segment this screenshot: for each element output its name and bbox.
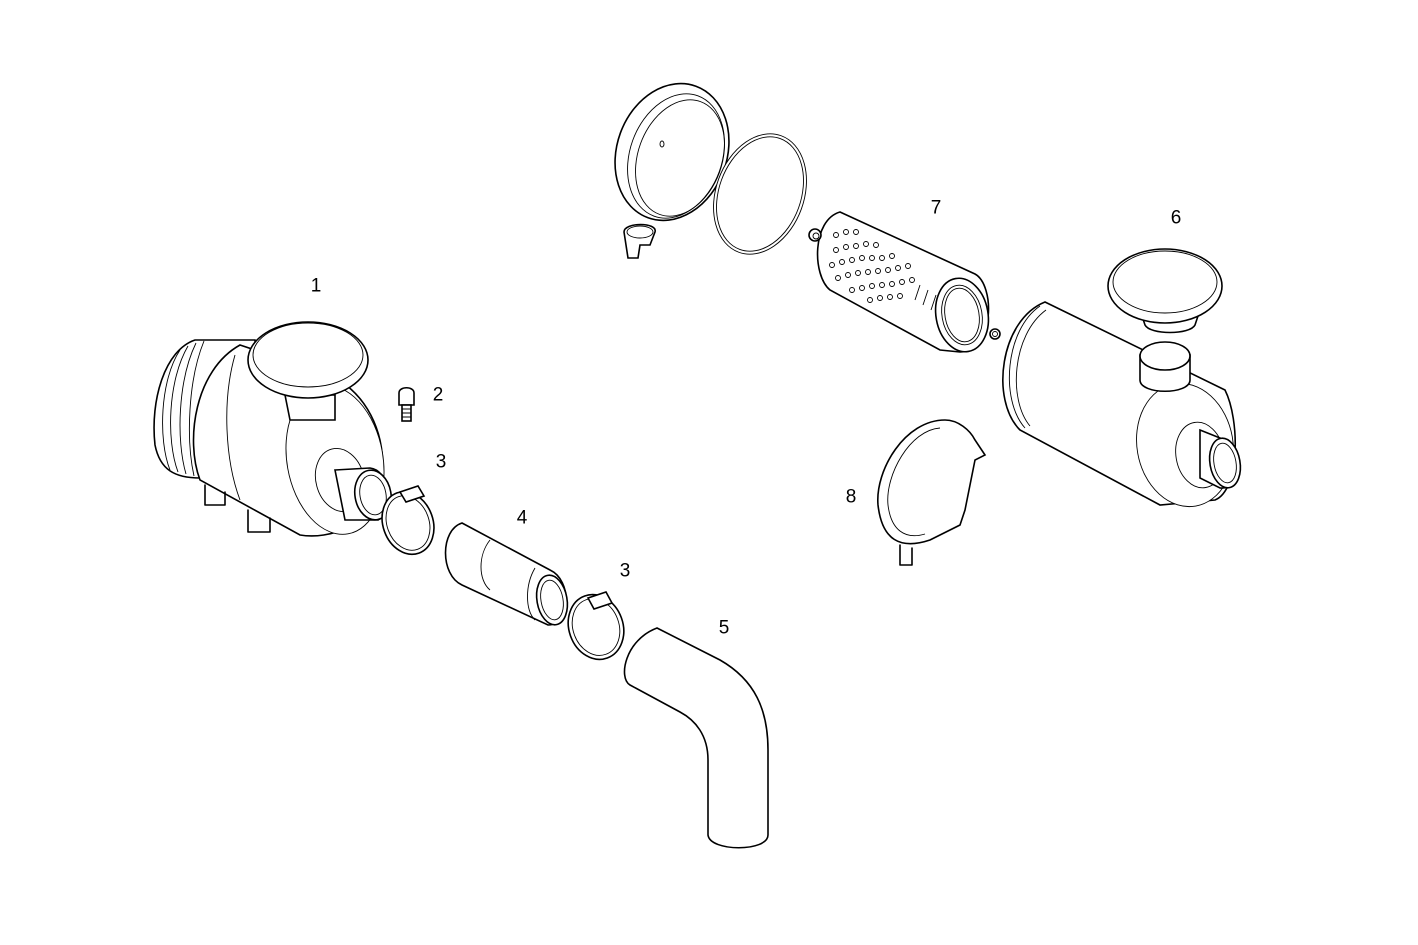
callout-3b: 3 bbox=[619, 560, 631, 582]
part-6-filter-housing[interactable] bbox=[1002, 248, 1244, 514]
part-3-hose-clamp-a[interactable] bbox=[374, 484, 443, 561]
callout-1: 1 bbox=[310, 275, 322, 297]
part-4-reducer-hose[interactable] bbox=[444, 522, 572, 627]
part-5-elbow-hose[interactable] bbox=[623, 627, 769, 849]
hex-nut[interactable] bbox=[989, 328, 1001, 340]
callout-8: 8 bbox=[845, 486, 857, 508]
wing-nut[interactable] bbox=[808, 228, 822, 242]
callout-2: 2 bbox=[432, 384, 444, 406]
callout-7: 7 bbox=[930, 197, 942, 219]
part-1-air-filter-housing[interactable] bbox=[153, 321, 395, 542]
part-7-filter-element[interactable] bbox=[816, 211, 994, 356]
callout-5: 5 bbox=[718, 617, 730, 639]
callout-4: 4 bbox=[516, 507, 528, 529]
callout-3a: 3 bbox=[435, 451, 447, 473]
part-2-service-indicator[interactable] bbox=[398, 386, 415, 422]
callout-6: 6 bbox=[1170, 207, 1182, 229]
bowl-cover[interactable] bbox=[596, 67, 747, 236]
o-ring-seal[interactable] bbox=[697, 121, 822, 268]
part-3-hose-clamp-b[interactable] bbox=[559, 587, 632, 667]
dust-valve[interactable] bbox=[623, 223, 656, 259]
part-8-mounting-strap[interactable] bbox=[877, 419, 987, 566]
